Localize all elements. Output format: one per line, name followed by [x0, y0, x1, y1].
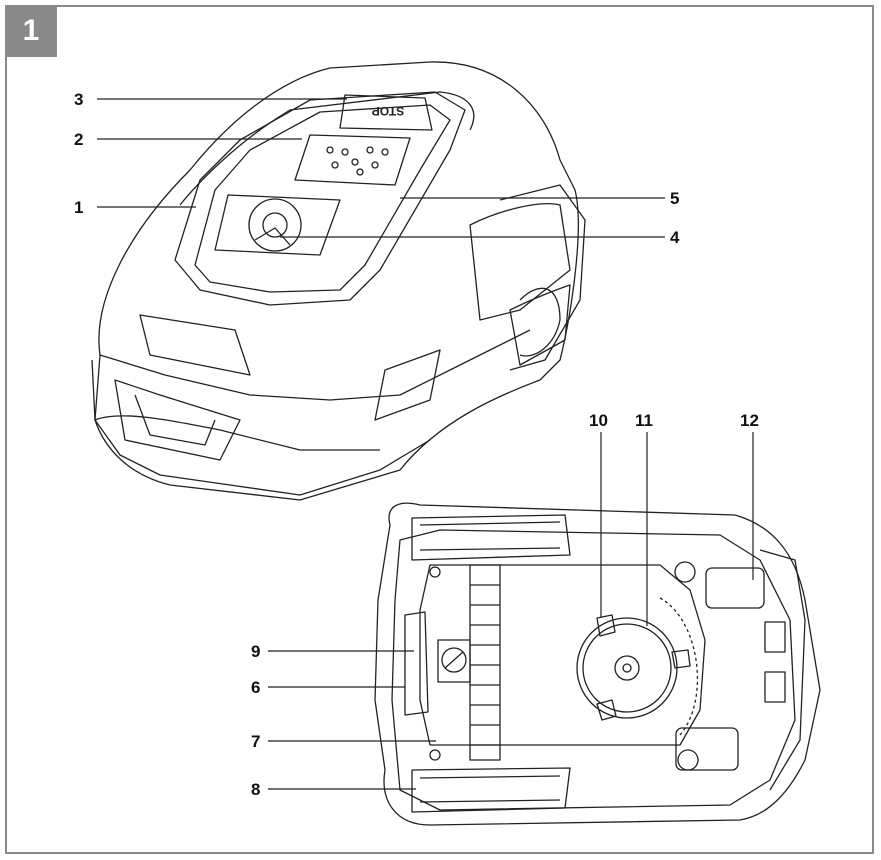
callout-10: 10 — [589, 411, 608, 430]
figure-number-badge: 1 — [5, 5, 57, 57]
callout-1: 1 — [74, 198, 84, 217]
mower-bottom-view — [374, 502, 821, 826]
callout-11: 11 — [635, 411, 653, 430]
stop-button-text: STOP — [372, 104, 404, 118]
callout-2: 2 — [74, 130, 84, 149]
leader-lines — [97, 98, 754, 790]
callout-4: 4 — [670, 228, 680, 247]
callout-9: 9 — [251, 642, 261, 661]
figure-frame — [5, 5, 874, 854]
callout-8: 8 — [251, 780, 261, 799]
callout-3: 3 — [74, 90, 84, 109]
callout-5: 5 — [670, 189, 680, 208]
callout-12: 12 — [740, 411, 759, 430]
callout-6: 6 — [251, 678, 261, 697]
mower-top-view: STOP — [91, 61, 586, 501]
callout-7: 7 — [251, 732, 261, 751]
